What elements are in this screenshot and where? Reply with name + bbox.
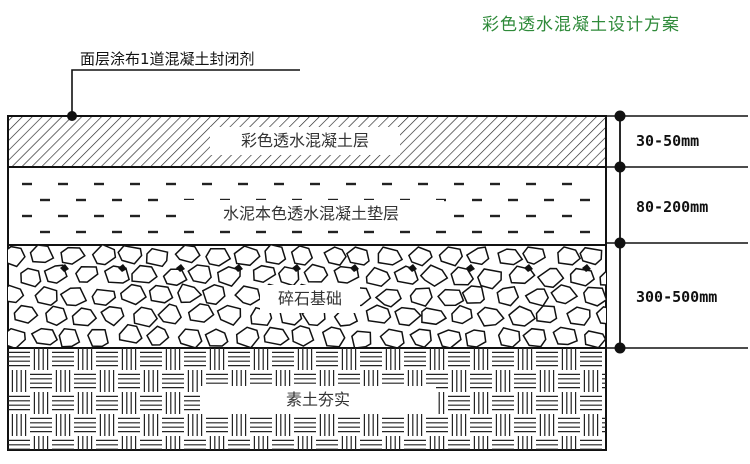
sealer-leader-dot — [67, 111, 77, 121]
thickness-label-colored-concrete: 30-50mm — [636, 132, 700, 150]
sealer-label: 面层涂布1道混凝土封闭剂 — [80, 50, 255, 68]
layer-label-crushed-stone: 碎石基础 — [260, 285, 360, 313]
dimension-dot-4 — [614, 342, 626, 354]
sealer-leader-line — [71, 69, 300, 116]
dimension-dot-3 — [614, 237, 626, 249]
stone-pattern — [8, 245, 606, 348]
thickness-label-crushed-stone: 300-500mm — [636, 288, 718, 306]
dimension-dot-1 — [614, 110, 626, 122]
layer-label-colored-concrete: 彩色透水混凝土层 — [210, 127, 400, 155]
layer-label-plain-concrete: 水泥本色透水混凝土垫层 — [178, 200, 444, 228]
diagram-title: 彩色透水混凝土设计方案 — [482, 15, 680, 35]
layer-label-compacted-soil: 素土夯实 — [200, 386, 436, 414]
thickness-label-plain-concrete: 80-200mm — [636, 198, 709, 216]
dimension-dot-2 — [614, 161, 626, 173]
